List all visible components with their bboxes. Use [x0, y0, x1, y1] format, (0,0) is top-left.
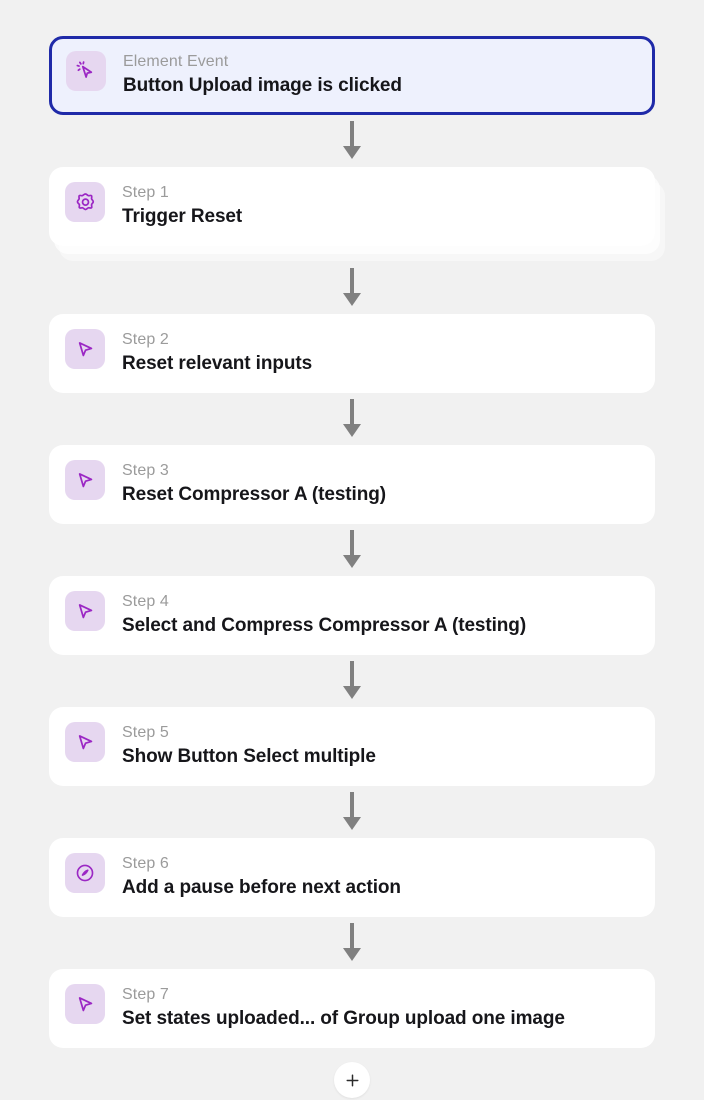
connector-arrow-4 — [0, 655, 704, 707]
gear-icon — [65, 182, 105, 222]
step-4-text: Step 4 Select and Compress Compressor A (… — [122, 591, 639, 639]
step-row-5: Step 5 Show Button Select multiple — [0, 707, 704, 786]
step-row-6: Step 6 Add a pause before next action — [0, 838, 704, 917]
step-2-text: Step 2 Reset relevant inputs — [122, 329, 639, 377]
step-row-7: Step 7 Set states uploaded... of Group up… — [0, 969, 704, 1048]
connector-arrow-1 — [0, 262, 704, 314]
trigger-title: Button Upload image is clicked — [123, 75, 402, 96]
step-6-text: Step 6 Add a pause before next action — [122, 853, 639, 901]
pointer-arrow-icon — [65, 591, 105, 631]
step-2-label: Step 2 — [122, 331, 169, 348]
step-card-1[interactable]: Step 1 Trigger Reset — [49, 167, 655, 246]
step-row-1: Step 1 Trigger Reset — [0, 167, 704, 261]
step-1-text: Step 1 Trigger Reset — [122, 182, 639, 230]
step-row-4: Step 4 Select and Compress Compressor A (… — [0, 576, 704, 655]
add-action-button[interactable] — [334, 1062, 370, 1098]
step-5-label: Step 5 — [122, 724, 169, 741]
pause-compass-icon — [65, 853, 105, 893]
step-6-title: Add a pause before next action — [122, 877, 401, 898]
step-7-text: Step 7 Set states uploaded... of Group up… — [122, 984, 639, 1032]
connector-arrow-5 — [0, 786, 704, 838]
step-5-text: Step 5 Show Button Select multiple — [122, 722, 639, 770]
stacked-group-1[interactable]: Step 1 Trigger Reset — [49, 167, 665, 261]
click-cursor-icon — [66, 51, 106, 91]
step-card-4[interactable]: Step 4 Select and Compress Compressor A (… — [49, 576, 655, 655]
step-6-label: Step 6 — [122, 855, 169, 872]
step-1-title: Trigger Reset — [122, 206, 243, 227]
step-1-label: Step 1 — [122, 184, 169, 201]
pointer-arrow-icon — [65, 722, 105, 762]
connector-arrow-2 — [0, 393, 704, 445]
trigger-label: Element Event — [123, 53, 229, 70]
step-row-3: Step 3 Reset Compressor A (testing) — [0, 445, 704, 524]
connector-arrow-6 — [0, 917, 704, 969]
step-3-label: Step 3 — [122, 462, 169, 479]
add-action-row — [0, 1062, 704, 1098]
step-card-7[interactable]: Step 7 Set states uploaded... of Group up… — [49, 969, 655, 1048]
step-row-2: Step 2 Reset relevant inputs — [0, 314, 704, 393]
step-card-6[interactable]: Step 6 Add a pause before next action — [49, 838, 655, 917]
pointer-arrow-icon — [65, 329, 105, 369]
step-card-5[interactable]: Step 5 Show Button Select multiple — [49, 707, 655, 786]
connector-arrow-0 — [0, 115, 704, 167]
step-5-title: Show Button Select multiple — [122, 746, 376, 767]
pointer-arrow-icon — [65, 984, 105, 1024]
step-4-label: Step 4 — [122, 593, 169, 610]
step-7-label: Step 7 — [122, 986, 169, 1003]
step-2-title: Reset relevant inputs — [122, 353, 313, 374]
step-card-2[interactable]: Step 2 Reset relevant inputs — [49, 314, 655, 393]
step-card-3[interactable]: Step 3 Reset Compressor A (testing) — [49, 445, 655, 524]
pointer-arrow-icon — [65, 460, 105, 500]
step-3-title: Reset Compressor A (testing) — [122, 484, 386, 505]
step-4-title: Select and Compress Compressor A (testin… — [122, 615, 527, 636]
step-7-title: Set states uploaded... of Group upload o… — [122, 1008, 565, 1029]
connector-arrow-3 — [0, 524, 704, 576]
step-3-text: Step 3 Reset Compressor A (testing) — [122, 460, 639, 508]
